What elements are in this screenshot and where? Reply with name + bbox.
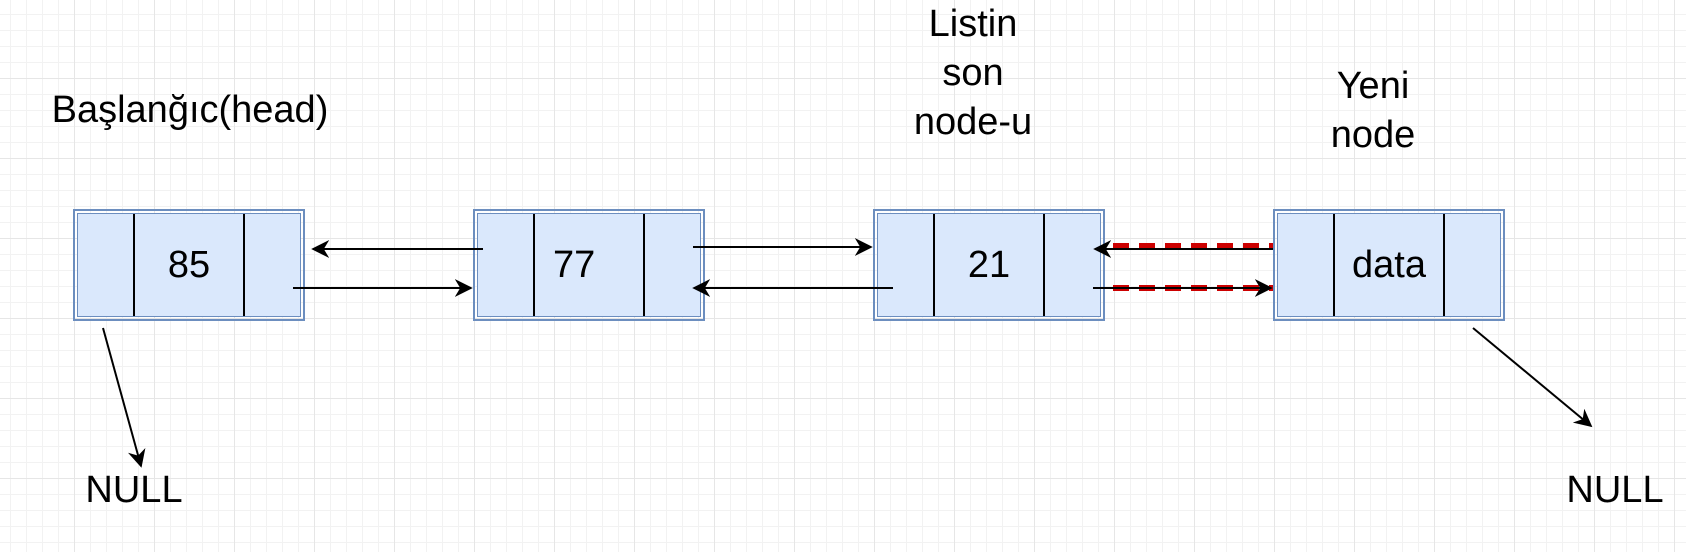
node-data-cell: 85 — [167, 243, 211, 286]
prev-pointer-cell — [1278, 214, 1335, 316]
last-node-label: Listin son node-u — [913, 3, 1033, 143]
list-node-2: 77 — [473, 209, 705, 321]
null-right-label: NULL — [1566, 469, 1664, 511]
node-data-cell: 77 — [553, 243, 596, 286]
prev-pointer-cell — [78, 214, 135, 316]
head-label: Başlanğıc(head) — [51, 89, 329, 131]
node-data-cell: data — [1352, 243, 1426, 286]
prev-pointer-cell — [478, 214, 535, 316]
next-pointer-cell — [643, 214, 700, 316]
list-node-3-last: 21 — [873, 209, 1105, 321]
next-pointer-cell — [1043, 214, 1100, 316]
new-node-label: Yeni node — [1330, 65, 1416, 156]
null-arrow-left — [102, 327, 146, 468]
null-arrow-right — [1472, 327, 1593, 428]
prev-pointer-cell — [878, 214, 935, 316]
list-node-4-new: data — [1273, 209, 1505, 321]
null-left-label: NULL — [85, 469, 183, 511]
node-data-cell: 21 — [967, 243, 1011, 286]
next-pointer-cell — [243, 214, 300, 316]
next-pointer-cell — [1443, 214, 1500, 316]
list-node-1: 85 — [73, 209, 305, 321]
